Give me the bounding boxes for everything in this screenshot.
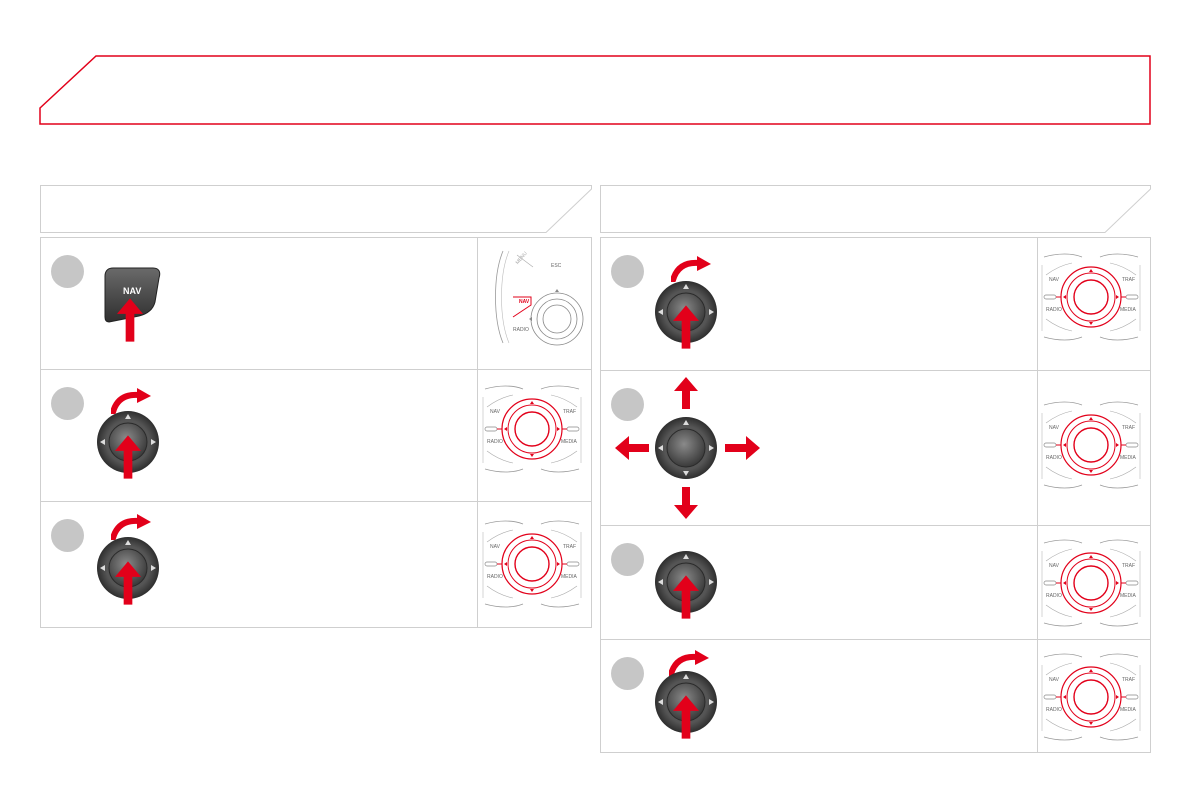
svg-text:TRAF: TRAF (1122, 677, 1135, 683)
four-way-arrows-icon (615, 377, 760, 519)
svg-text:MEDIA: MEDIA (1120, 455, 1137, 461)
svg-text:NAV: NAV (1049, 277, 1060, 283)
press-arrow-icon (673, 692, 699, 742)
svg-text:MEDIA: MEDIA (561, 439, 578, 445)
section-right: NAV TRAF RADIO MEDIA (600, 185, 1151, 753)
control-ring-thumbnail: NAV TRAF RADIO MEDIA (479, 377, 585, 481)
step-row: NAV TRAF RADIO MEDIA (601, 640, 1150, 753)
step-row: NAV TRAF RADIO MEDIA (601, 371, 1150, 526)
svg-text:NAV: NAV (1049, 563, 1060, 569)
svg-text:NAV: NAV (1049, 425, 1060, 431)
step-badge (611, 543, 644, 576)
svg-text:RADIO: RADIO (1046, 455, 1062, 461)
svg-text:MEDIA: MEDIA (1120, 307, 1137, 313)
control-ring-thumbnail: NAV TRAF RADIO MEDIA (1038, 531, 1144, 635)
section-heading-box (40, 185, 592, 233)
svg-text:MENU: MENU (515, 250, 529, 265)
svg-text:MEDIA: MEDIA (1120, 707, 1137, 713)
step-row: NAV MENU ESC NAV RADIO (41, 238, 591, 370)
svg-text:TRAF: TRAF (1122, 277, 1135, 283)
press-arrow-icon (673, 572, 699, 622)
step-badge (611, 388, 644, 421)
step-badge (611, 657, 644, 690)
svg-text:RADIO: RADIO (1046, 307, 1062, 313)
control-ring-thumbnail: NAV TRAF RADIO MEDIA (1038, 245, 1144, 349)
svg-text:NAV: NAV (1049, 677, 1060, 683)
svg-text:TRAF: TRAF (563, 544, 576, 550)
svg-text:RADIO: RADIO (1046, 707, 1062, 713)
svg-text:NAV: NAV (490, 409, 501, 415)
svg-text:TRAF: TRAF (1122, 425, 1135, 431)
steps-table: NAV MENU ESC NAV RADIO (40, 237, 592, 628)
press-arrow-icon (115, 432, 141, 482)
press-arrow-icon (115, 558, 141, 608)
column-divider (1037, 238, 1038, 752)
svg-text:RADIO: RADIO (487, 574, 503, 580)
step-badge (51, 387, 84, 420)
svg-text:MEDIA: MEDIA (561, 574, 578, 580)
svg-text:ESC: ESC (551, 263, 562, 269)
svg-text:RADIO: RADIO (1046, 593, 1062, 599)
step-badge (51, 255, 84, 288)
control-ring-thumbnail: NAV TRAF RADIO MEDIA (479, 512, 585, 616)
nav-radio-panel-thumbnail: MENU ESC NAV RADIO (495, 250, 584, 346)
svg-text:RADIO: RADIO (487, 439, 503, 445)
column-divider (477, 238, 478, 627)
svg-text:MEDIA: MEDIA (1120, 593, 1137, 599)
control-ring-thumbnail: NAV TRAF RADIO MEDIA (1038, 645, 1144, 749)
control-ring-thumbnail: NAV TRAF RADIO MEDIA (1038, 393, 1144, 497)
rotate-arrow-icon (671, 256, 711, 282)
step-badge (611, 255, 644, 288)
section-heading-box (600, 185, 1151, 233)
svg-text:NAV: NAV (519, 299, 530, 305)
section-left: NAV MENU ESC NAV RADIO (40, 185, 592, 628)
svg-text:RADIO: RADIO (513, 327, 529, 333)
steps-table: NAV TRAF RADIO MEDIA (600, 237, 1151, 753)
step-row: NAV TRAF RADIO MEDIA (601, 238, 1150, 371)
svg-text:TRAF: TRAF (1122, 563, 1135, 569)
nav-button-icon: NAV (104, 267, 161, 342)
step-row: NAV TRAF RADIO MEDIA (601, 526, 1150, 640)
svg-text:TRAF: TRAF (563, 409, 576, 415)
header-banner (39, 55, 1151, 125)
svg-text:NAV: NAV (490, 544, 501, 550)
step-row: NAV TRAF RADIO MEDIA (41, 502, 591, 628)
press-arrow-icon (673, 302, 699, 352)
step-badge (51, 519, 84, 552)
step-row: NAV TRAF RADIO MEDIA (41, 370, 591, 502)
svg-text:NAV: NAV (123, 286, 141, 296)
